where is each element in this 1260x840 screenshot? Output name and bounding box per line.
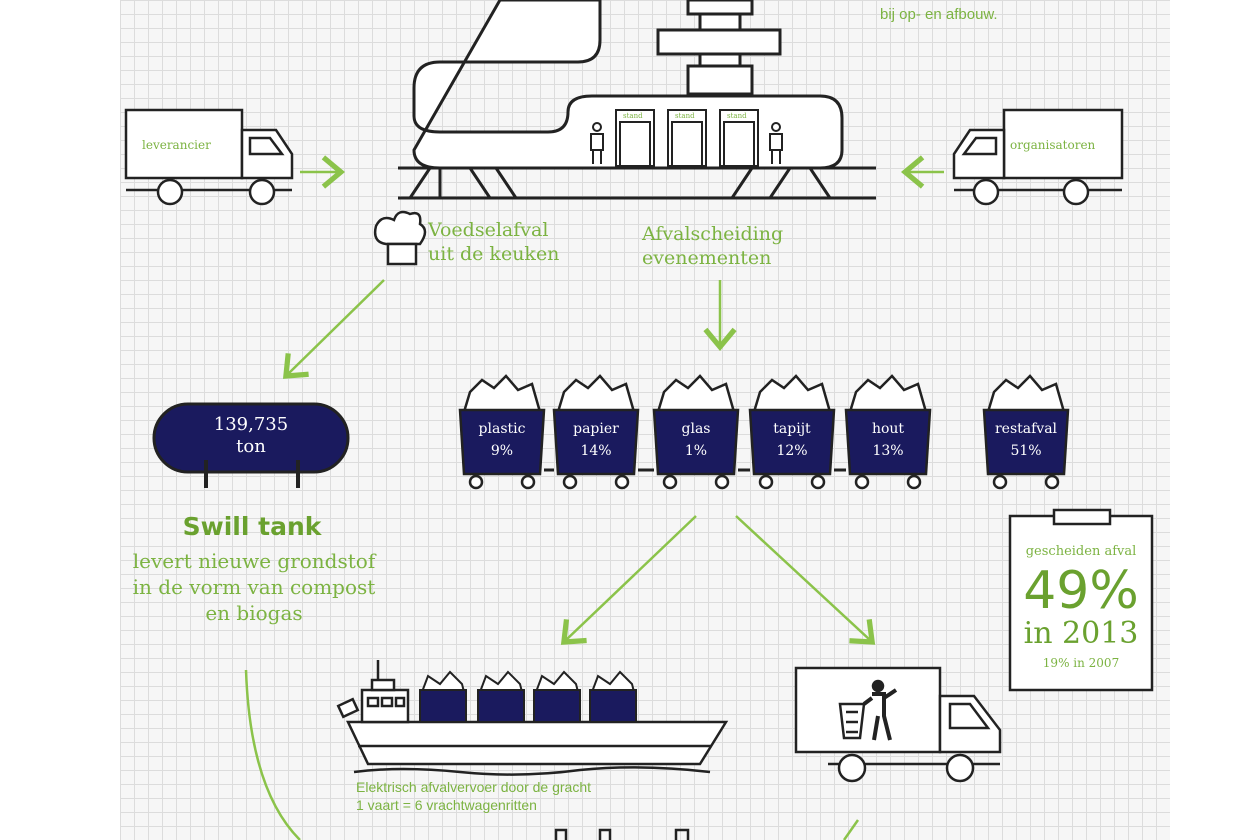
venue-building <box>398 0 876 200</box>
swill-tank-icon <box>152 402 350 488</box>
waste-carts <box>458 374 1070 490</box>
truck-right-icon <box>952 108 1124 206</box>
truck-left-label: leverancier <box>142 138 211 152</box>
cart-hout <box>844 374 932 490</box>
arrows <box>244 155 944 840</box>
cart-restafval <box>982 374 1070 490</box>
swill-title: Swill tank <box>182 512 322 541</box>
cart-glas <box>652 374 740 490</box>
stands <box>615 109 759 167</box>
truck-right-label: organisatoren <box>1010 138 1096 152</box>
truck-left-icon <box>124 108 294 206</box>
stat-label: gescheiden afval <box>1025 544 1137 559</box>
cart-tapijt <box>748 374 836 490</box>
boat-icon <box>336 660 729 776</box>
header-note: bij op- en afbouw. <box>880 6 998 23</box>
stat-value: 49% <box>1023 561 1139 621</box>
person-icon <box>590 122 783 164</box>
cart-papier <box>552 374 640 490</box>
chef-hat-icon <box>373 210 427 266</box>
stat-compare: 19% in 2007 <box>1042 656 1120 670</box>
boat-containers <box>419 670 637 723</box>
stand-label: stand <box>623 112 643 120</box>
clipboard-icon <box>1008 508 1154 692</box>
trash-bin-person-icon <box>838 679 898 741</box>
stat-year: in 2013 <box>1023 616 1139 651</box>
garbage-truck-icon <box>794 666 1002 783</box>
stand-label: stand <box>675 112 695 120</box>
stand-label: stand <box>727 112 747 120</box>
cart-plastic <box>458 374 546 490</box>
